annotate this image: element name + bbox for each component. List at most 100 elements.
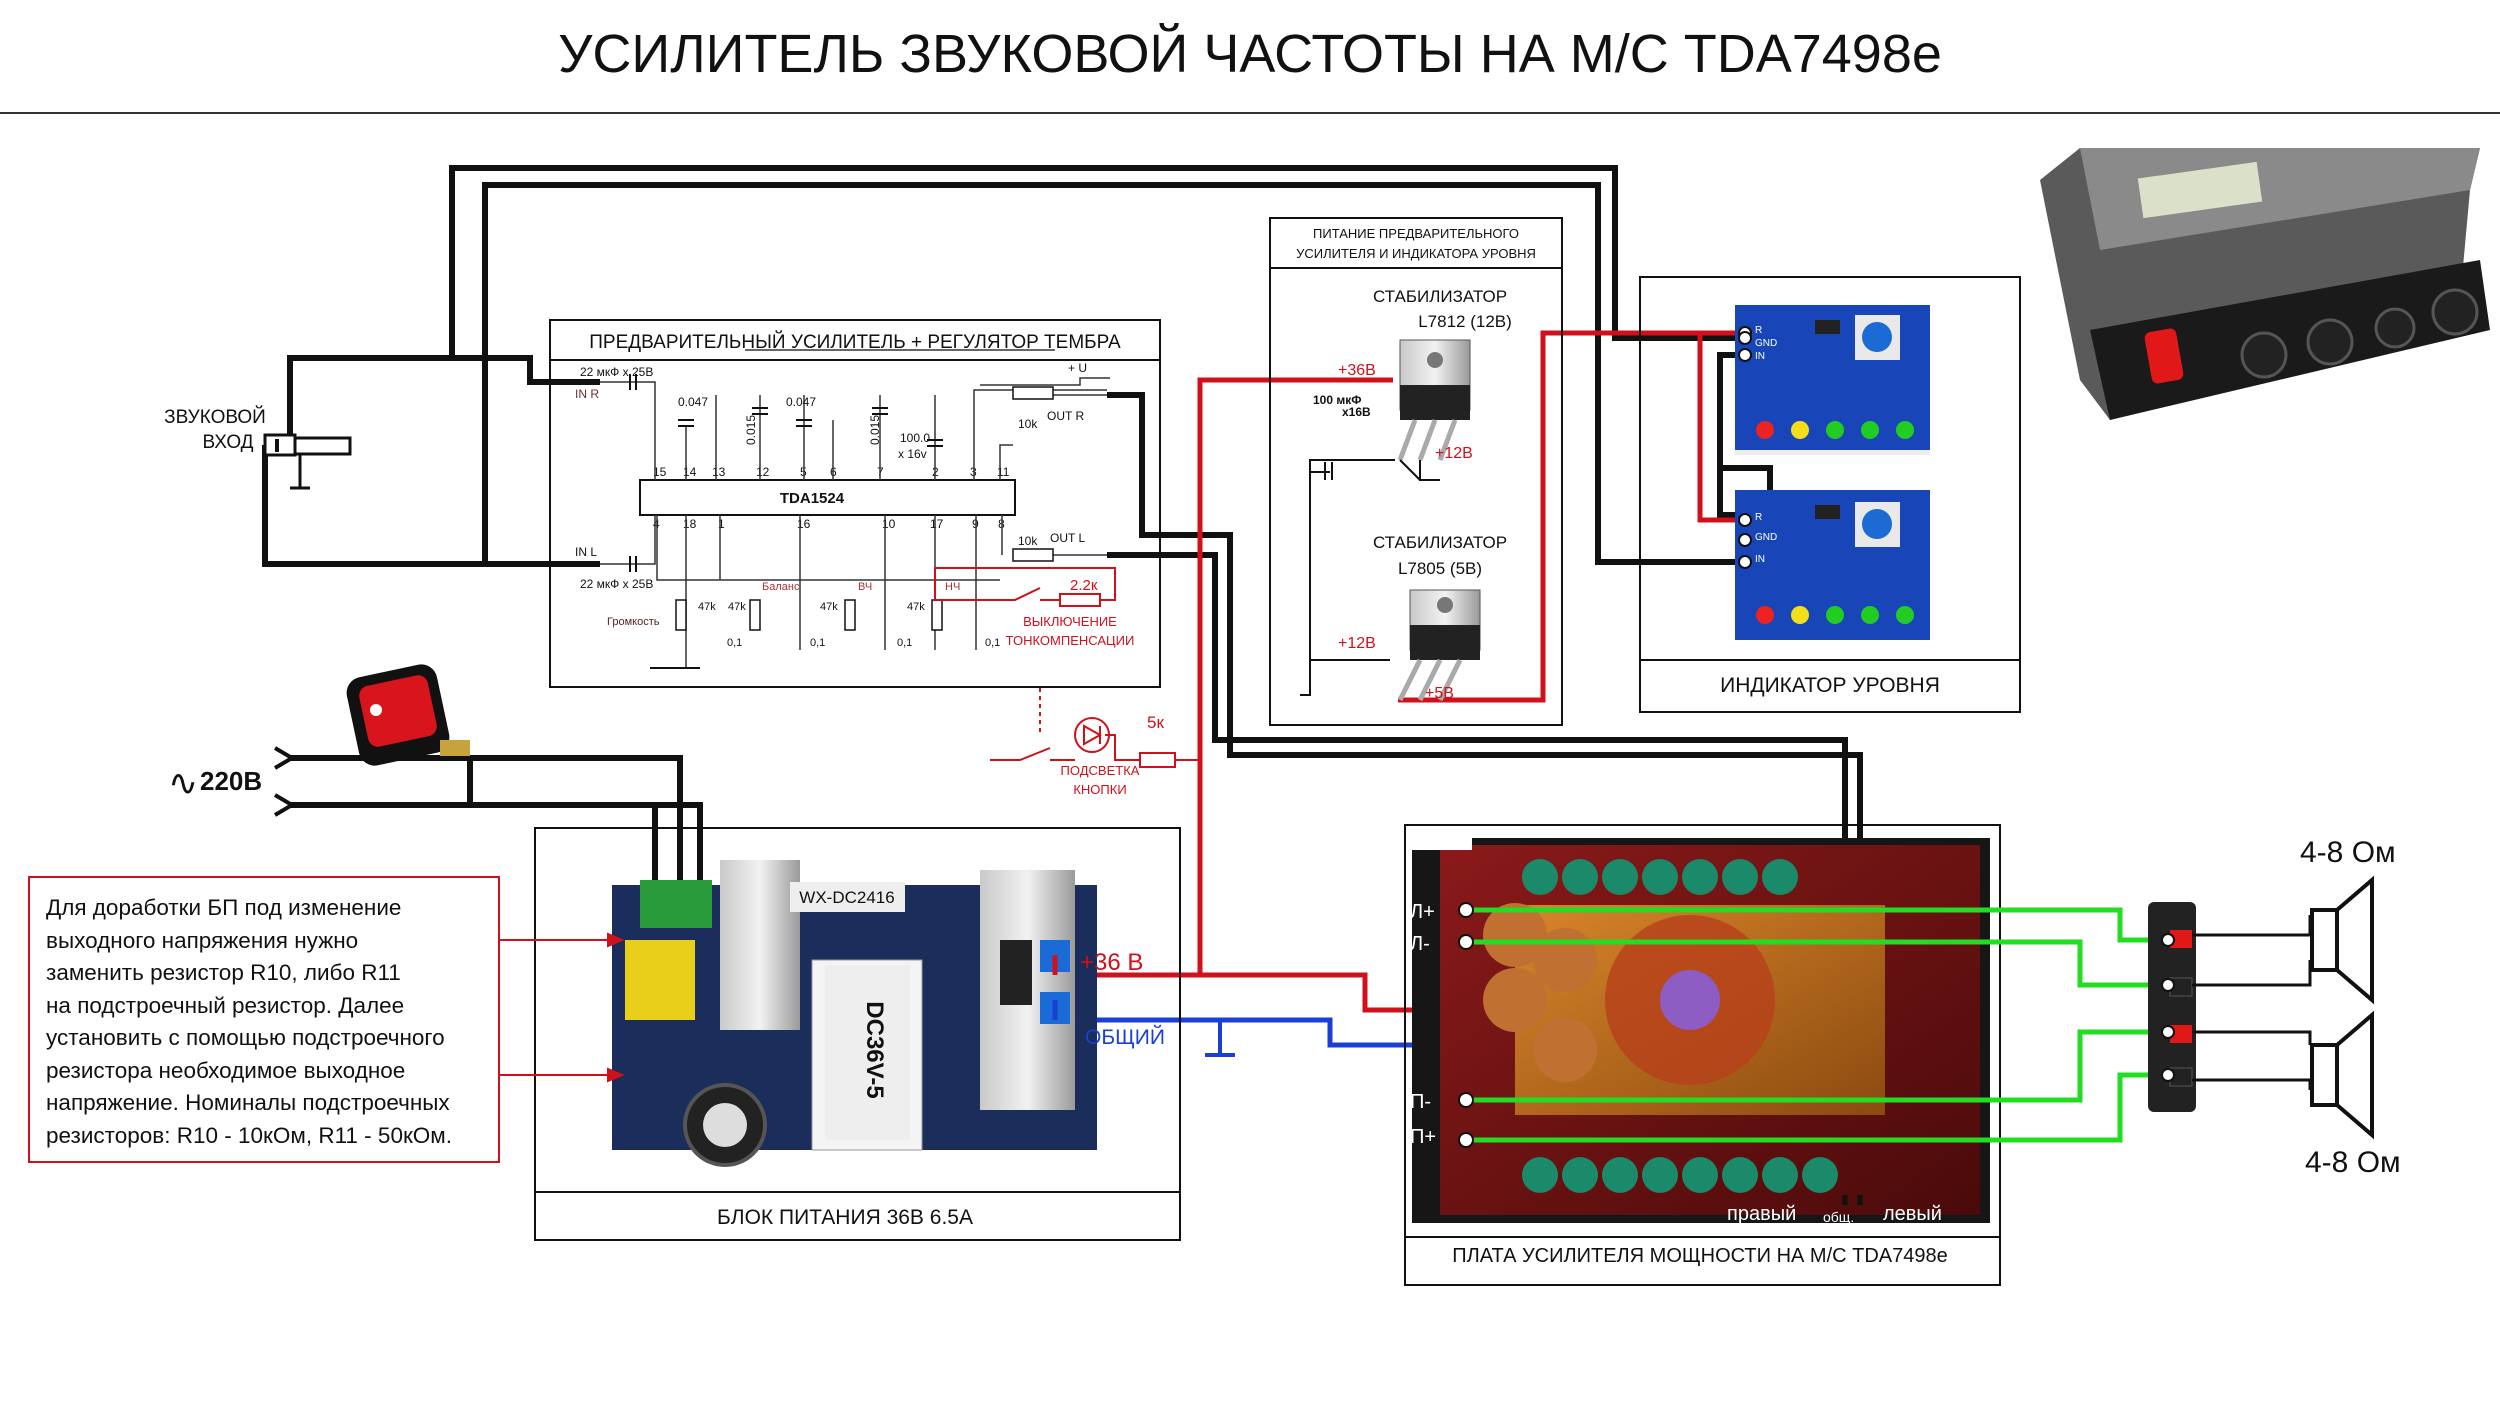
svg-text:22 мкФ x 25В: 22 мкФ x 25В <box>580 365 653 379</box>
preamp-internal-wiring <box>600 349 1110 668</box>
reg2-title: СТАБИЛИЗАТОР <box>1373 533 1507 552</box>
svg-text:0.047: 0.047 <box>678 395 708 409</box>
svg-text:22 мкФ x 25В: 22 мкФ x 25В <box>580 577 653 591</box>
svg-text:0,1: 0,1 <box>727 637 742 649</box>
level-indicator-label: ИНДИКАТОР УРОВНЯ <box>1720 674 1940 697</box>
psu-label: БЛОК ПИТАНИЯ 36В 6.5А <box>717 1206 973 1229</box>
loudness-switch[interactable] <box>934 567 1116 607</box>
regulators-header-1: ПИТАНИЕ ПРЕДВАРИТЕЛЬНОГО <box>1313 226 1519 241</box>
led-icon <box>1074 717 1110 753</box>
svg-text:ВЧ: ВЧ <box>858 581 872 593</box>
regulator-labels: +36В +12В +12В +5В <box>1338 362 1473 702</box>
green-speaker-wires <box>1465 907 2168 1143</box>
note-line: на подстроечный резистор. Далее <box>46 992 405 1018</box>
audio-input-label-2: ВХОД <box>202 432 253 453</box>
speaker-top-icon <box>2310 875 2374 1005</box>
svg-text:Баланс: Баланс <box>762 581 800 593</box>
tone-potentiometers[interactable] <box>675 599 943 631</box>
led-resistor-label: 5к <box>1147 713 1164 732</box>
svg-text:47k: 47k <box>820 601 838 613</box>
preamp-label: ПРЕДВАРИТЕЛЬНЫЙ УСИЛИТЕЛЬ + РЕГУЛЯТОР ТЕ… <box>589 331 1121 353</box>
l7805-regulator <box>1397 589 1481 702</box>
svg-text:R: R <box>1755 512 1762 523</box>
note-line: резисторов: R10 - 10кОм, R11 - 50кОм. <box>46 1122 453 1148</box>
preamp-caps <box>629 374 943 572</box>
svg-text:12: 12 <box>756 465 770 479</box>
reg2-part: L7805 (5В) <box>1398 559 1482 578</box>
tda1524-label: TDA1524 <box>780 490 845 507</box>
regulators-header-2: УСИЛИТЕЛЯ И ИНДИКАТОРА УРОВНЯ <box>1296 246 1536 261</box>
svg-text:+12В: +12В <box>1338 635 1376 652</box>
psu-model-label: WX-DC2416 <box>799 888 894 907</box>
svg-text:Л+: Л+ <box>1410 901 1435 923</box>
svg-text:GND: GND <box>1755 338 1777 349</box>
reg-cap-label-1: 100 мкФ <box>1313 393 1361 407</box>
note-line: напряжение. Номиналы подстроечных <box>46 1090 450 1115</box>
svg-text:18: 18 <box>683 517 697 531</box>
level-indicator-board-2 <box>1735 490 1930 640</box>
svg-text:0,1: 0,1 <box>985 637 1000 649</box>
amp-left-pin-labels: Л+ Л- П- П+ <box>1410 901 1436 1148</box>
regulator-cap <box>1324 462 1333 480</box>
note-line: заменить резистор R10, либо R11 <box>46 960 401 985</box>
svg-text:0,1: 0,1 <box>897 637 912 649</box>
note-line: резистора необходимое выходное <box>46 1057 406 1083</box>
amp-board-image <box>1412 835 1990 1223</box>
mains-wires <box>290 755 703 915</box>
psu-common-label: ОБЩИЙ <box>1085 1025 1165 1049</box>
svg-text:0.015: 0.015 <box>744 415 758 445</box>
note-line: Для доработки БП под изменение <box>46 895 402 920</box>
svg-text:47k: 47k <box>728 601 746 613</box>
speaker-bottom-label: 4-8 Ом <box>2305 1146 2401 1179</box>
level-indicator-board-1 <box>1735 305 1930 455</box>
svg-text:левый: левый <box>1883 1203 1942 1225</box>
psu-board-image: WX-DC2416 DC36V-5 <box>612 860 1097 1167</box>
svg-text:16: 16 <box>797 517 811 531</box>
amp-terminal-dots <box>1458 902 1474 1148</box>
psu-box <box>534 827 1181 1241</box>
svg-text:1: 1 <box>718 517 725 531</box>
blue-common-wire <box>1055 1017 1460 1048</box>
chip-bottom-pins: 4 18 1 16 10 17 9 8 <box>653 517 1005 531</box>
svg-text:100.0: 100.0 <box>900 431 930 445</box>
svg-text:IN: IN <box>1755 351 1765 362</box>
level-indicator-box <box>1639 276 2021 713</box>
speaker-top-label: 4-8 Ом <box>2300 836 2396 869</box>
amp-box <box>1404 824 2001 1286</box>
svg-text:0.047: 0.047 <box>786 395 816 409</box>
svg-text:OUT L: OUT L <box>1050 531 1085 545</box>
amp-input-labels: правый общ. левый <box>1727 1203 1942 1225</box>
psu-modification-note: Для доработки БП под изменение выходного… <box>28 876 500 1163</box>
black-signal-wires <box>262 165 1863 1195</box>
svg-text:10: 10 <box>882 517 896 531</box>
svg-text:10k: 10k <box>1018 534 1038 548</box>
rocker-switch[interactable] <box>344 661 470 768</box>
speaker-terminal-block <box>2148 902 2196 1112</box>
chip-top-pins: 15 14 13 12 5 6 7 2 3 11 <box>653 465 1010 479</box>
svg-text:Л-: Л- <box>1410 933 1430 955</box>
svg-text:GND: GND <box>1755 532 1777 543</box>
speaker-bottom-icon <box>2310 1010 2374 1140</box>
page-title: УСИЛИТЕЛЬ ЗВУКОВОЙ ЧАСТОТЫ НА М/С TDA749… <box>558 23 1942 84</box>
led-label-1: ПОДСВЕТКА <box>1061 763 1140 778</box>
svg-text:11: 11 <box>997 465 1010 479</box>
l7812-regulator <box>1397 339 1471 461</box>
psu-plus36-label: +36 В <box>1080 949 1143 976</box>
audio-input-jack[interactable] <box>263 433 352 490</box>
reg1-part: L7812 (12В) <box>1418 312 1512 331</box>
svg-text:IN R: IN R <box>575 387 599 401</box>
ac-wave-icon: ∿ <box>168 762 198 803</box>
radio-panel-image <box>2040 148 2490 420</box>
svg-text:общ.: общ. <box>1823 1209 1854 1225</box>
preamp-box <box>549 319 1161 688</box>
psu-transformer-label: DC36V-5 <box>861 1001 888 1098</box>
preamp-output-resistors <box>1012 386 1054 562</box>
tda1524-chip <box>639 479 1016 516</box>
svg-text:IN L: IN L <box>575 545 597 559</box>
svg-text:0.015: 0.015 <box>868 415 882 445</box>
svg-text:10k: 10k <box>1018 417 1038 431</box>
note-arrows <box>500 932 625 1083</box>
note-line: установить с помощью подстроечного <box>46 1025 445 1050</box>
mains-plug-icon <box>273 746 296 817</box>
